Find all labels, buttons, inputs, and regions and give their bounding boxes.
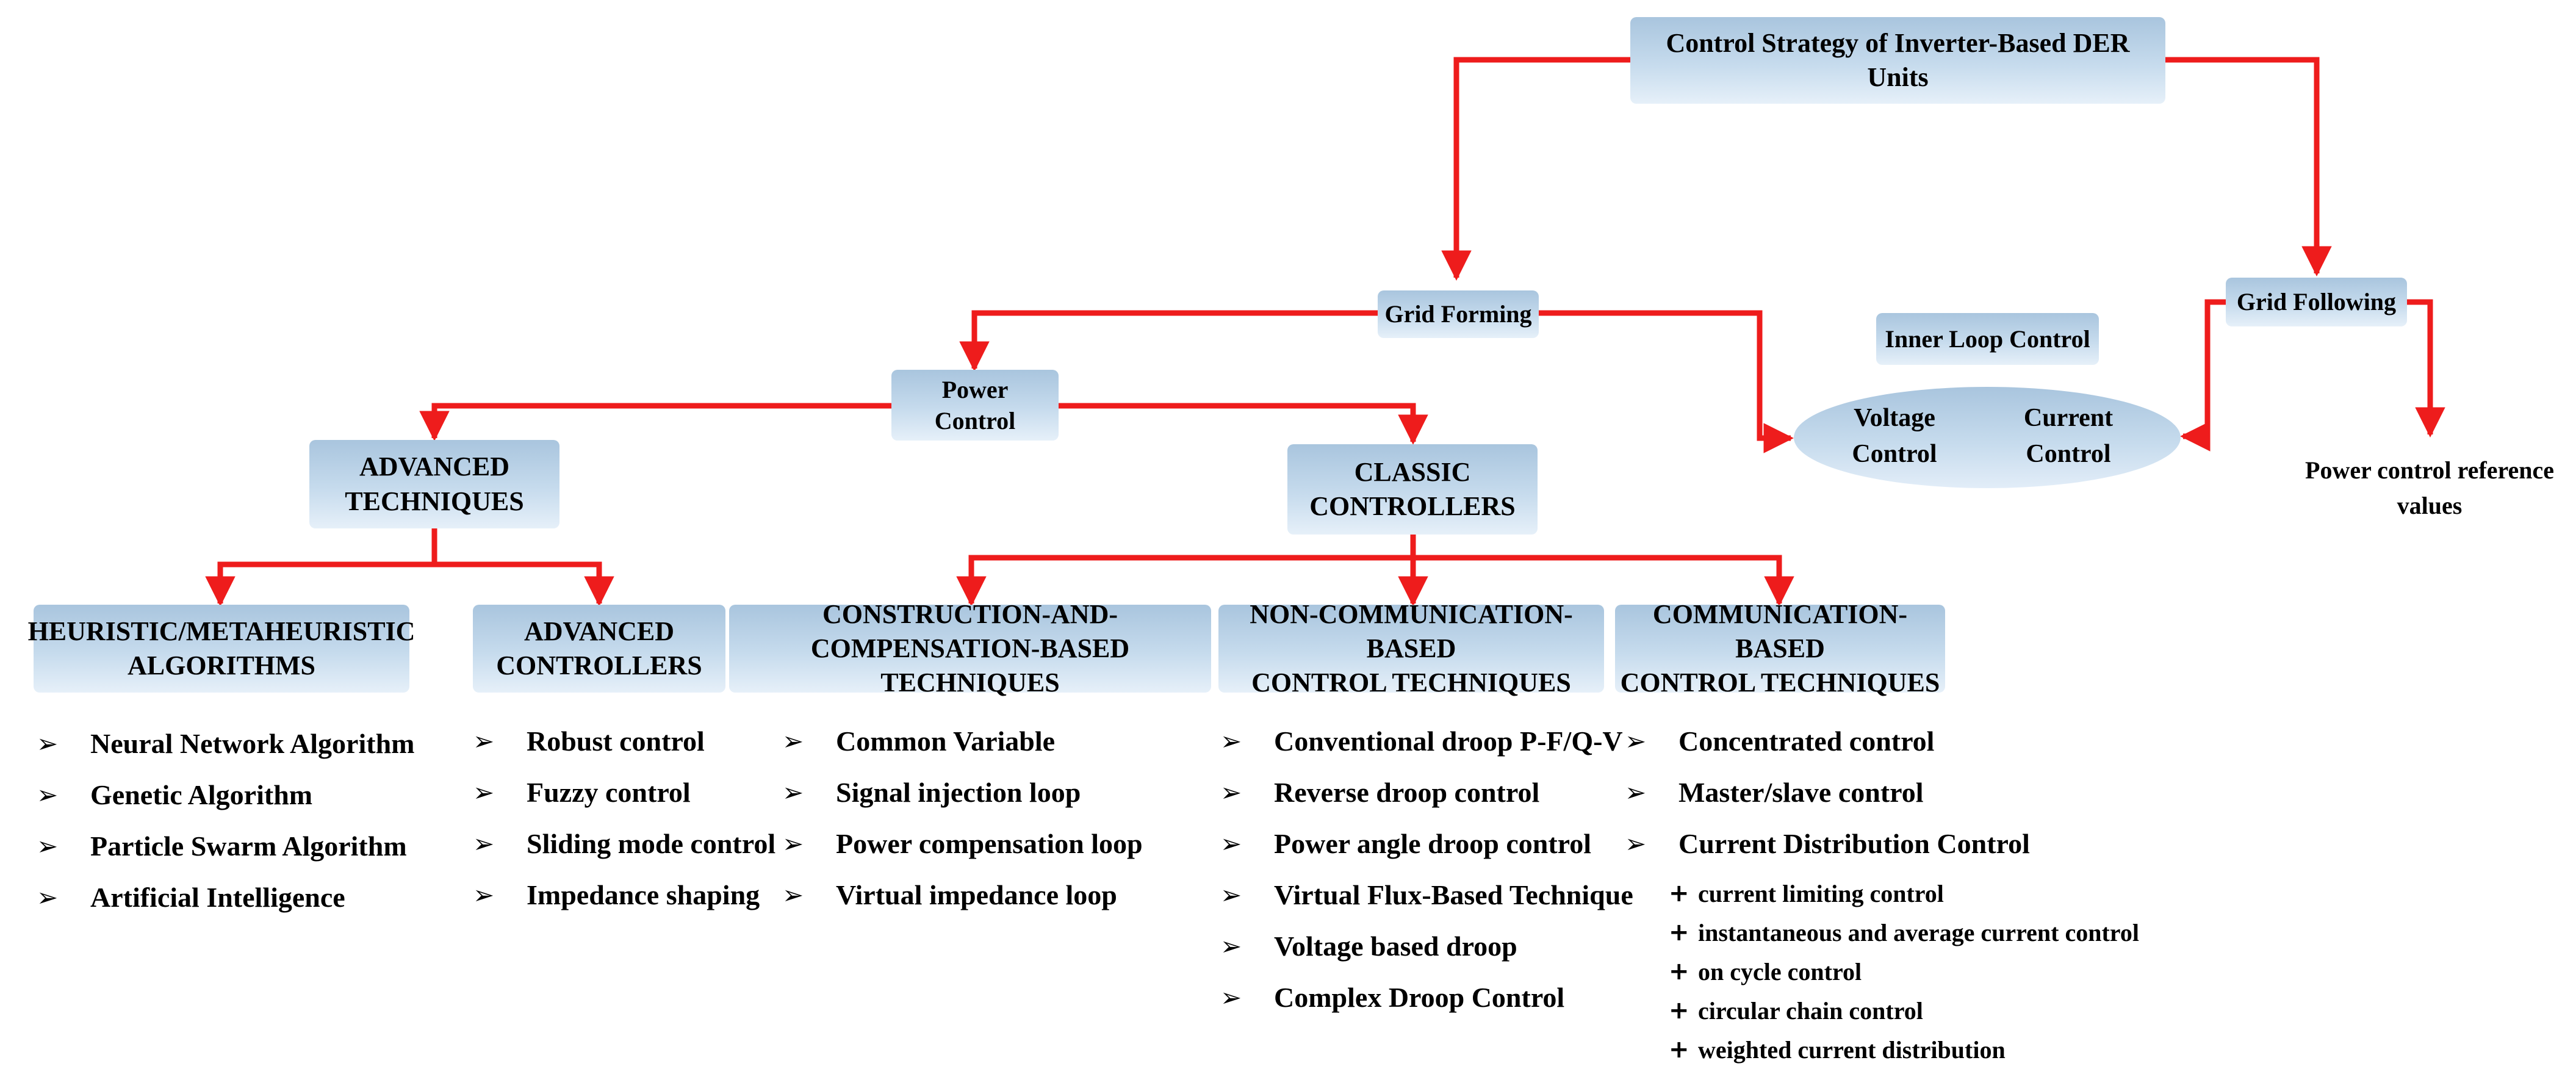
- advanced-controllers-list: ➢Robust control ➢Fuzzy control ➢Sliding …: [473, 715, 775, 920]
- non-communication-list: ➢Conventional droop P-F/Q-V ➢Reverse dro…: [1220, 715, 1633, 1023]
- arrow-classic-to-construction: [956, 555, 1413, 607]
- plus-icon: +: [1669, 1036, 1689, 1064]
- list-item: ➢Current Distribution Control: [1625, 827, 2030, 859]
- heuristic-algorithms-node: HEURISTIC/METAHEURISTIC ALGORITHMS: [28, 605, 415, 693]
- heuristic-list: ➢Neural Network Algorithm ➢Genetic Algor…: [37, 718, 414, 923]
- inner-loop-ellipse: [1794, 387, 2181, 488]
- communication-node: COMMUNICATION- BASED CONTROL TECHNIQUES: [1615, 599, 1945, 697]
- list-item: ➢Virtual Flux-Based Technique: [1220, 879, 1633, 910]
- bullet-arrow-icon: ➢: [37, 728, 59, 758]
- arrow-advanced-to-advanced-controllers: [434, 561, 614, 607]
- list-item: ➢Impedance shaping: [473, 879, 760, 910]
- advanced-techniques-node: ADVANCED TECHNIQUES: [309, 440, 559, 528]
- list-item: ➢Master/slave control: [1625, 776, 1924, 808]
- list-item: ➢Sliding mode control: [473, 827, 776, 859]
- list-item: ➢Virtual impedance loop: [782, 879, 1117, 910]
- plus-icon: +: [1669, 996, 1689, 1025]
- bullet-arrow-icon: ➢: [782, 828, 804, 859]
- list-item: ➢Artificial Intelligence: [37, 881, 345, 913]
- bullet-arrow-icon: ➢: [782, 726, 804, 756]
- bullet-arrow-icon: ➢: [1220, 879, 1242, 910]
- non-communication-node: NON-COMMUNICATION-BASED CONTROL TECHNIQU…: [1218, 599, 1604, 697]
- list-item: ➢Signal injection loop: [782, 776, 1081, 808]
- list-item: ➢Power compensation loop: [782, 827, 1143, 859]
- plus-icon: +: [1669, 918, 1689, 946]
- current-control-label: Current Control: [2023, 404, 2114, 468]
- bullet-arrow-icon: ➢: [473, 726, 495, 756]
- classic-controllers-node: CLASSIC CONTROLLERS: [1287, 444, 1538, 535]
- bullet-arrow-icon: ➢: [1220, 777, 1242, 807]
- list-item: ➢Voltage based droop: [1220, 930, 1517, 962]
- bullet-arrow-icon: ➢: [37, 882, 59, 912]
- list-item: +weighted current distribution: [1669, 1036, 2006, 1064]
- list-item: +on cycle control: [1669, 957, 1862, 985]
- plus-icon: +: [1669, 957, 1689, 985]
- arrow-grid-forming-to-power-control: [959, 310, 1378, 372]
- list-item: +current limiting control: [1669, 879, 1944, 907]
- list-item: ➢Reverse droop control: [1220, 776, 1540, 808]
- bullet-arrow-icon: ➢: [1625, 828, 1647, 859]
- arrow-power-control-to-advanced: [419, 403, 891, 441]
- bullet-arrow-icon: ➢: [1220, 982, 1242, 1012]
- list-item: ➢Complex Droop Control: [1220, 981, 1565, 1013]
- bullet-arrow-icon: ➢: [1625, 777, 1647, 807]
- list-item: +instantaneous and average current contr…: [1669, 918, 2139, 946]
- arrow-grid-forming-to-inner-loop: [1539, 310, 1794, 453]
- advanced-controllers-node: ADVANCED CONTROLLERS: [473, 605, 725, 693]
- list-item: ➢Particle Swarm Algorithm: [37, 830, 407, 862]
- grid-forming-node: Grid Forming: [1378, 290, 1539, 338]
- current-distribution-sublist: +current limiting control +instantaneous…: [1669, 874, 2139, 1069]
- arrow-grid-following-to-reference: [2407, 299, 2445, 438]
- arrow-grid-following-to-inner-loop: [2180, 299, 2226, 452]
- list-item: ➢Power angle droop control: [1220, 827, 1592, 859]
- list-item: ➢Genetic Algorithm: [37, 779, 313, 810]
- bullet-arrow-icon: ➢: [473, 828, 495, 859]
- arrow-power-control-to-classic: [1059, 403, 1428, 445]
- voltage-control-label: Voltage Control: [1852, 404, 1937, 468]
- bullet-arrow-icon: ➢: [1220, 828, 1242, 859]
- list-item: ➢Conventional droop P-F/Q-V: [1220, 725, 1623, 757]
- bullet-arrow-icon: ➢: [1220, 931, 1242, 961]
- root-node: Control Strategy of Inverter-Based DER U…: [1630, 17, 2165, 104]
- bullet-arrow-icon: ➢: [1625, 726, 1647, 756]
- arrow-advanced-to-heuristic: [205, 561, 434, 607]
- power-control-reference-label: Power control reference values: [2305, 456, 2554, 519]
- bullet-arrow-icon: ➢: [782, 777, 804, 807]
- bullet-arrow-icon: ➢: [37, 779, 59, 810]
- bullet-arrow-icon: ➢: [782, 879, 804, 910]
- bullet-arrow-icon: ➢: [1220, 726, 1242, 756]
- list-item: ➢Common Variable: [782, 725, 1056, 757]
- list-item: ➢Fuzzy control: [473, 776, 691, 808]
- bullet-arrow-icon: ➢: [37, 830, 59, 861]
- bullet-arrow-icon: ➢: [473, 777, 495, 807]
- list-item: +circular chain control: [1669, 996, 1923, 1025]
- power-control-node: Power Control: [891, 370, 1059, 441]
- communication-list: ➢Concentrated control ➢Master/slave cont…: [1625, 715, 2030, 869]
- list-item: ➢Neural Network Algorithm: [37, 727, 415, 759]
- arrow-classic-to-comm: [1413, 555, 1794, 607]
- grid-following-node: Grid Following: [2226, 278, 2407, 326]
- bullet-arrow-icon: ➢: [473, 879, 495, 910]
- arrow-root-to-grid-forming: [1441, 57, 1630, 281]
- construction-compensation-list: ➢Common Variable ➢Signal injection loop …: [782, 715, 1143, 920]
- list-item: ➢Concentrated control: [1625, 725, 1935, 757]
- inner-loop-control-label: Inner Loop Control: [1876, 313, 2099, 365]
- arrow-root-to-grid-following: [2165, 57, 2332, 276]
- plus-icon: +: [1669, 879, 1689, 907]
- construction-compensation-node: CONSTRUCTION-AND- COMPENSATION-BASED TEC…: [729, 599, 1211, 697]
- list-item: ➢Robust control: [473, 725, 705, 757]
